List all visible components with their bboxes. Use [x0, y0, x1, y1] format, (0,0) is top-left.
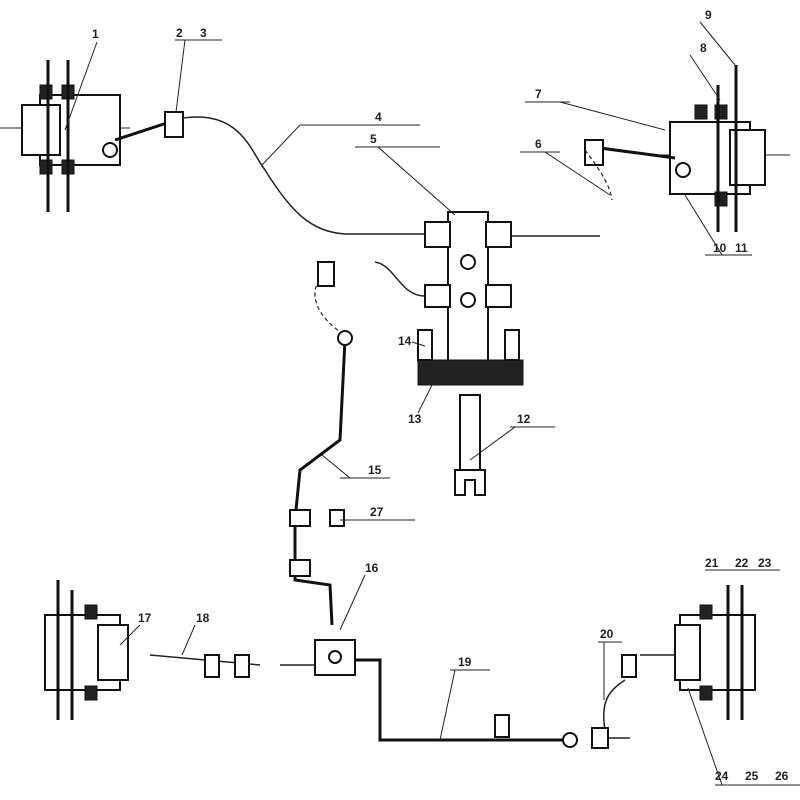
part-label-23: 23	[758, 556, 772, 570]
part-label-25: 25	[745, 769, 759, 783]
part-label-18: 18	[196, 611, 210, 625]
part-label-9: 9	[705, 8, 712, 22]
part-label-15: 15	[368, 463, 382, 477]
caliper-rear-left	[44, 580, 129, 720]
clip-18b	[234, 654, 250, 678]
tee-16	[314, 639, 356, 676]
bolt-27	[329, 509, 345, 527]
part-label-5: 5	[370, 132, 377, 146]
leader-lines	[64, 21, 800, 786]
caliper-front-left	[0, 60, 130, 212]
brake-line-front-right	[599, 146, 676, 160]
part-label-12: 12	[517, 412, 531, 426]
part-label-11: 11	[735, 241, 748, 255]
part-label-14: 14	[398, 334, 412, 348]
part-label-20: 20	[600, 627, 614, 641]
fitting-6	[584, 139, 604, 166]
part-label-3: 3	[200, 26, 207, 40]
hose-4	[182, 116, 425, 235]
brake-line-front-left	[114, 120, 171, 142]
distribution-valve-5	[417, 211, 524, 496]
part-label-10: 10	[713, 241, 727, 255]
part-label-6: 6	[535, 137, 542, 151]
part-label-8: 8	[700, 41, 707, 55]
brake-line-15	[293, 339, 347, 626]
brake-line-19	[355, 658, 570, 742]
part-label-21: 21	[705, 556, 719, 570]
clip-1	[289, 509, 311, 527]
part-label-17: 17	[138, 611, 152, 625]
part-label-26: 26	[775, 769, 789, 783]
fitting-15-top	[317, 261, 335, 287]
part-label-27: 27	[370, 505, 384, 519]
part-label-24: 24	[715, 769, 729, 783]
tee-port	[328, 650, 342, 664]
part-label-2: 2	[176, 26, 183, 40]
caliper-rear-right	[674, 585, 756, 720]
part-label-7: 7	[535, 87, 542, 101]
clip-2	[289, 559, 311, 577]
clip-18a	[204, 654, 220, 678]
fitting-20	[591, 727, 609, 749]
fitting-nut	[337, 330, 353, 346]
part-label-1: 1	[92, 27, 99, 41]
clip-20	[621, 654, 637, 678]
part-label-19: 19	[458, 655, 472, 669]
hose-20	[603, 679, 626, 731]
part-label-13: 13	[408, 412, 422, 426]
caliper-front-right	[650, 65, 790, 232]
nut-19	[562, 732, 578, 748]
part-label-16: 16	[365, 561, 379, 575]
part-label-22: 22	[735, 556, 749, 570]
clip-19	[494, 714, 510, 738]
fitting-2	[164, 111, 184, 138]
part-label-4: 4	[375, 110, 382, 124]
hose-to-valve	[374, 261, 426, 297]
